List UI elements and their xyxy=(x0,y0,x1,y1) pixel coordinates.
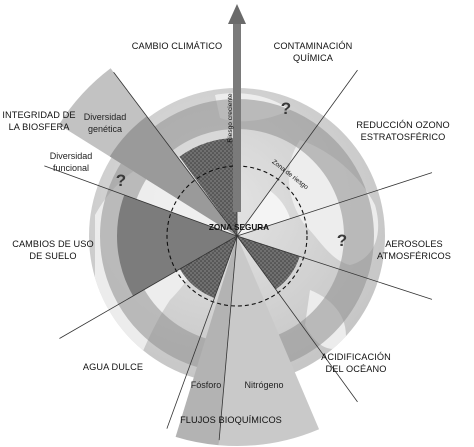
wedge-nitrogen xyxy=(218,236,320,446)
label-genetic-diversity-2: genética xyxy=(88,124,122,134)
label-freshwater: AGUA DULCE xyxy=(83,362,143,372)
increasing-risk-arrow xyxy=(228,4,246,212)
label-phosphorus: Fósforo xyxy=(191,380,222,390)
divider-line xyxy=(236,172,433,237)
wedge-ozone xyxy=(237,190,291,236)
boundary-wedges xyxy=(58,68,320,446)
label-ocean-2: DEL OCÉANO xyxy=(326,364,387,374)
divider-line xyxy=(236,235,433,300)
wedge-ocean xyxy=(237,236,300,290)
label-genetic-diversity-1: Diversidad xyxy=(84,112,127,122)
label-chemical-2: QUÍMICA xyxy=(293,53,334,63)
divider-line xyxy=(59,235,238,339)
label-ozone-2: ESTRATOSFÉRICO xyxy=(361,132,446,142)
label-ocean-1: ACIDIFICACIÓN xyxy=(321,352,391,362)
label-biochemical-flows: FLUJOS BIOQUÍMICOS xyxy=(180,415,282,425)
label-climate: CAMBIO CLIMÁTICO xyxy=(132,41,222,51)
divider-line xyxy=(236,235,358,403)
wedge-functional-diversity xyxy=(171,198,237,236)
divider-line xyxy=(113,72,238,237)
unknown-functional-diversity-mark: ? xyxy=(116,171,126,190)
wedge-land-use xyxy=(116,194,237,296)
label-biosphere-1: INTEGRIDAD DE xyxy=(2,110,75,120)
label-functional-diversity-1: Diversidad xyxy=(50,151,93,161)
increasing-risk-label: Riesgo creciente xyxy=(227,93,234,142)
label-ozone-1: REDUCCIÓN OZONO xyxy=(356,120,449,130)
segment-dividers xyxy=(44,31,433,441)
divider-line xyxy=(166,235,238,429)
wedge-genetic-diversity-core xyxy=(109,116,237,236)
wedge-phosphorus xyxy=(175,236,237,446)
safe-zone-label: ZONA SEGURA xyxy=(209,223,269,232)
label-functional-diversity-2: funcional xyxy=(53,163,89,173)
unknown-chemical-mark: ? xyxy=(281,99,291,118)
label-aerosols-2: ATMOSFÉRICOS xyxy=(377,251,451,261)
label-nitrogen: Nitrógeno xyxy=(244,380,283,390)
wedge-climate xyxy=(179,138,237,236)
label-biosphere-2: LA BIOSFERA xyxy=(9,122,71,132)
unknown-aerosols-mark: ? xyxy=(337,231,347,250)
divider-line xyxy=(236,69,358,237)
divider-line xyxy=(218,235,238,441)
label-aerosols-1: AEROSOLES xyxy=(385,239,443,249)
divider-line xyxy=(44,165,238,237)
label-land-use-1: CAMBIOS DE USO xyxy=(12,239,94,249)
wedge-freshwater xyxy=(179,236,237,299)
label-chemical-1: CONTAMINACIÓN xyxy=(274,41,353,51)
label-land-use-2: DE SUELO xyxy=(29,251,76,261)
